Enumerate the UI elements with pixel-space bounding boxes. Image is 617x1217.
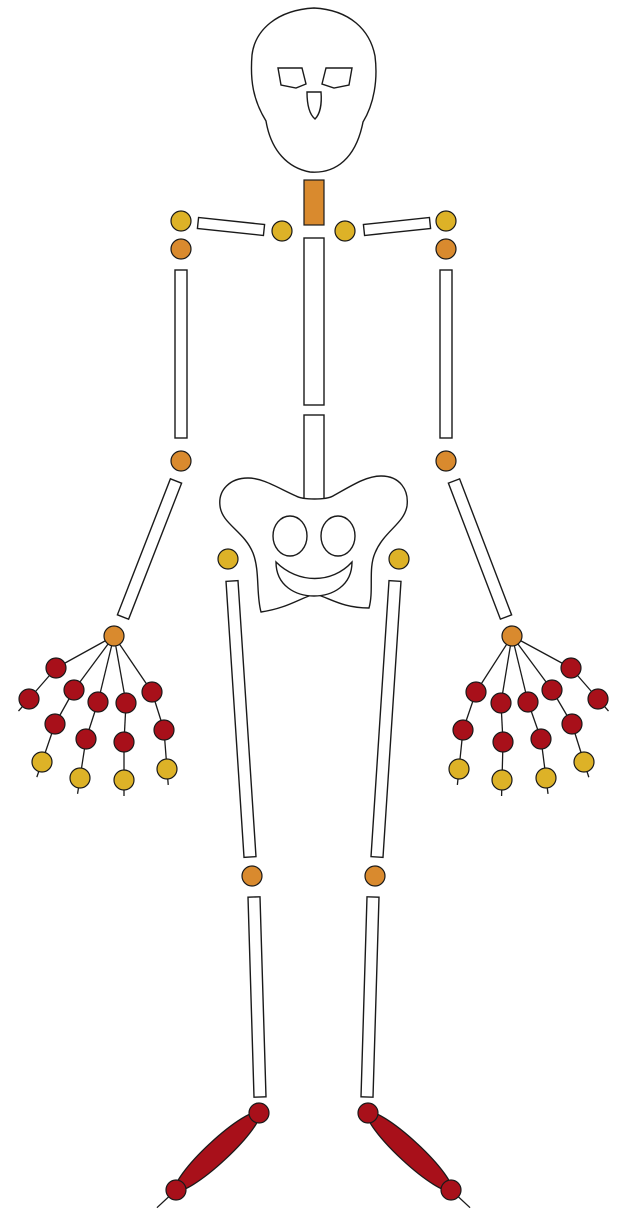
left-hand-finger-3-joint-3 [70, 768, 90, 788]
joint-right-ankle [358, 1103, 378, 1123]
left-hand-finger-2-joint-2 [45, 714, 65, 734]
bone-lower-spine [304, 415, 324, 505]
right-hand-finger-3-joint-3 [536, 768, 556, 788]
joint-left-knee [242, 866, 262, 886]
bone-right-forearm [448, 479, 511, 619]
right-obturator-foramen [321, 516, 355, 556]
right-hand-finger-2-joint-2 [562, 714, 582, 734]
right-eye-socket [322, 68, 352, 88]
right-hand-finger-1-joint-2 [588, 689, 608, 709]
left-hand-finger-2-joint-3 [32, 752, 52, 772]
bone-left-thigh [226, 581, 256, 858]
joint-left-wrist [104, 626, 124, 646]
joint-left-ankle [249, 1103, 269, 1123]
right-hand-finger-5-joint-1 [466, 682, 486, 702]
right-hand-finger-4-joint-1 [491, 693, 511, 713]
skull [251, 8, 376, 172]
joint-left-elbow [171, 451, 191, 471]
right-hand-finger-4-joint-2 [493, 732, 513, 752]
right-hand-finger-2-joint-1 [542, 680, 562, 700]
bone-right-clavicle [363, 218, 430, 236]
left-hand-finger-1-joint-2 [19, 689, 39, 709]
neck-block [304, 180, 324, 225]
bone-left-shin [248, 897, 266, 1097]
joint-left-shoulder [171, 239, 191, 259]
right-hand-finger-3-joint-2 [531, 729, 551, 749]
right-hand-finger-5-joint-2 [453, 720, 473, 740]
bone-left-forearm [117, 479, 181, 619]
joint-right-toe [441, 1180, 461, 1200]
bone-left-clavicle [197, 218, 264, 236]
left-hand-finger-4-joint-2 [114, 732, 134, 752]
left-hand-finger-4-joint-3 [114, 770, 134, 790]
left-hand-finger-5-joint-2 [154, 720, 174, 740]
right-hand-finger-2-joint-3 [574, 752, 594, 772]
joint-right-shoulder [436, 239, 456, 259]
joint-right-shoulder-top [436, 211, 456, 231]
left-hand-finger-3-joint-2 [76, 729, 96, 749]
finger-tip-lines-layer [18, 699, 608, 796]
joint-right-elbow [436, 451, 456, 471]
right-hand-finger-5-joint-3 [449, 759, 469, 779]
right-hand-finger-4-joint-3 [492, 770, 512, 790]
joint-right-knee [365, 866, 385, 886]
left-hand-finger-3-joint-1 [88, 692, 108, 712]
left-hand-finger-1-joint-1 [46, 658, 66, 678]
bone-right-upper-arm [440, 270, 452, 438]
left-eye-socket [278, 68, 306, 88]
feet-layer [157, 1105, 470, 1208]
bone-upper-spine [304, 238, 324, 405]
joint-right-clavicle-inner [335, 221, 355, 241]
joint-left-shoulder-top [171, 211, 191, 231]
right-hand-finger-1-joint-1 [561, 658, 581, 678]
joint-left-toe [166, 1180, 186, 1200]
joint-left-hip [218, 549, 238, 569]
joint-right-hip [389, 549, 409, 569]
joint-left-clavicle-inner [272, 221, 292, 241]
left-obturator-foramen [273, 516, 307, 556]
bone-left-upper-arm [175, 270, 187, 438]
left-hand-finger-2-joint-1 [64, 680, 84, 700]
right-hand-finger-3-joint-1 [518, 692, 538, 712]
bone-right-shin [361, 897, 379, 1097]
left-hand-finger-5-joint-3 [157, 759, 177, 779]
joint-right-wrist [502, 626, 522, 646]
left-hand-finger-4-joint-1 [116, 693, 136, 713]
left-hand-finger-5-joint-1 [142, 682, 162, 702]
bone-right-thigh [371, 581, 401, 858]
